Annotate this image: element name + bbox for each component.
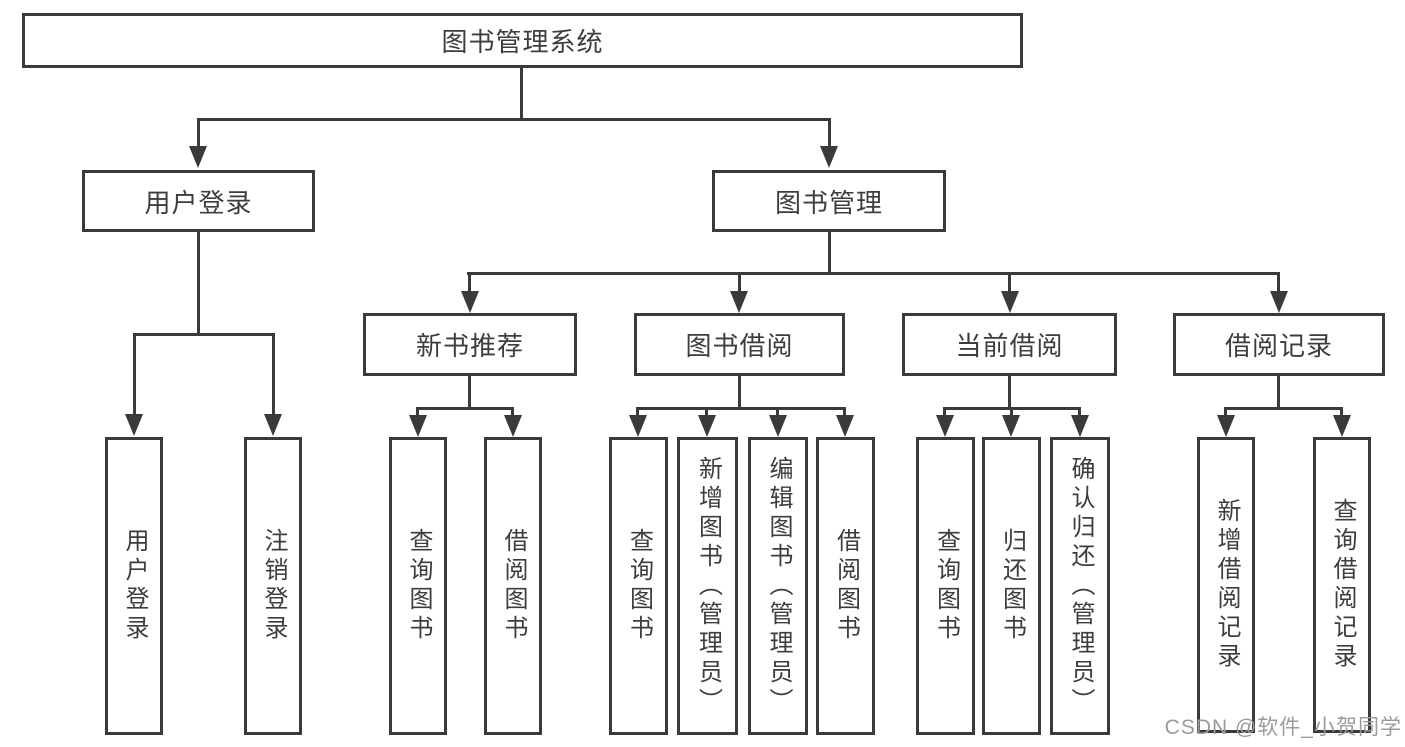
connector-line — [520, 68, 523, 120]
leaf-edit-book-admin: 编辑图书（管理员） — [748, 437, 808, 735]
leaf-borrow-books: 借阅图书 — [816, 437, 875, 735]
arrowhead-down-icon — [730, 291, 748, 313]
leaf-add-book-admin: 新增图书（管理员） — [677, 437, 738, 735]
connector-line — [828, 232, 831, 275]
leaf-logout: 注销登录 — [244, 437, 302, 735]
connector-line — [705, 407, 708, 417]
arrowhead-down-icon — [409, 415, 427, 437]
node-label: 用户登录 — [144, 187, 253, 218]
leaf-return-book: 归还图书 — [982, 437, 1041, 735]
connector-line — [511, 407, 514, 417]
arrowhead-down-icon — [1071, 415, 1089, 437]
arrowhead-down-icon — [504, 415, 522, 437]
arrowhead-down-icon — [1001, 291, 1019, 313]
arrowhead-down-icon — [769, 415, 787, 437]
arrowhead-down-icon — [936, 415, 954, 437]
node-label: 新增图书（管理员） — [694, 455, 722, 717]
connector-line — [828, 119, 831, 148]
arrowhead-down-icon — [1002, 415, 1020, 437]
leaf-query-books-recommend: 查询图书 — [389, 437, 447, 735]
leaf-query-books-borrow: 查询图书 — [609, 437, 668, 735]
connector-line — [1224, 407, 1343, 410]
csdn-watermark: CSDN @软件_小贺同学 — [1164, 716, 1402, 739]
connector-line — [197, 119, 200, 148]
node-label: 归还图书 — [998, 528, 1026, 644]
node-label: 注销登录 — [260, 528, 287, 644]
connector-line — [133, 333, 136, 416]
node-label: 编辑图书（管理员） — [765, 455, 792, 717]
node-label: 新书推荐 — [415, 331, 524, 361]
connector-line — [843, 407, 846, 417]
connector-line — [197, 232, 200, 336]
arrowhead-down-icon — [698, 415, 716, 437]
arrowhead-down-icon — [836, 415, 854, 437]
node-current-borrowing: 当前借阅 — [902, 313, 1117, 376]
node-label: 查询图书 — [405, 528, 432, 644]
node-label: 借阅图书 — [500, 528, 527, 644]
connector-line — [943, 407, 1081, 410]
node-label: 图书管理 — [774, 187, 883, 218]
connector-line — [738, 272, 741, 293]
connector-line — [468, 272, 471, 293]
connector-line — [416, 407, 419, 417]
connector-line — [1340, 407, 1343, 417]
connector-line — [776, 407, 779, 417]
arrowhead-down-icon — [1270, 291, 1288, 313]
connector-line — [1078, 407, 1081, 417]
connector-line — [636, 407, 846, 410]
leaf-user-login: 用户登录 — [105, 437, 163, 735]
leaf-confirm-return-admin: 确认归还（管理员） — [1050, 437, 1110, 735]
connector-line — [467, 272, 1280, 275]
connector-line — [197, 118, 831, 121]
connector-line — [636, 407, 639, 417]
node-label: 查询图书 — [932, 528, 960, 644]
connector-line — [416, 407, 514, 410]
leaf-query-borrow-record: 查询借阅记录 — [1313, 437, 1371, 733]
node-label: 查询图书 — [625, 528, 653, 644]
node-user-login: 用户登录 — [82, 170, 315, 232]
arrowhead-down-icon — [1333, 415, 1351, 437]
node-label: 借阅图书 — [832, 528, 860, 644]
connector-line — [943, 407, 946, 417]
connector-line — [1010, 407, 1013, 417]
leaf-add-borrow-record: 新增借阅记录 — [1197, 437, 1255, 733]
node-borrowing-records: 借阅记录 — [1173, 313, 1385, 376]
node-library-management-system: 图书管理系统 — [22, 13, 1023, 68]
connector-line — [1277, 272, 1280, 293]
arrowhead-down-icon — [461, 291, 479, 313]
connector-line — [738, 375, 741, 410]
node-new-book-recommendation: 新书推荐 — [363, 313, 577, 376]
arrowhead-down-icon — [629, 415, 647, 437]
arrowhead-down-icon — [125, 414, 143, 436]
node-label: 新增借阅记录 — [1213, 498, 1240, 672]
node-label: 图书借阅 — [685, 331, 794, 361]
node-label: 用户登录 — [121, 528, 148, 644]
connector-line — [1008, 272, 1011, 293]
connector-line — [1277, 375, 1280, 410]
node-label: 图书管理系统 — [441, 27, 604, 57]
node-book-management: 图书管理 — [712, 170, 946, 232]
arrowhead-down-icon — [189, 146, 207, 168]
node-label: 借阅记录 — [1224, 331, 1333, 361]
connector-line — [1008, 375, 1011, 410]
node-label: 查询借阅记录 — [1329, 498, 1356, 672]
leaf-query-books-current: 查询图书 — [916, 437, 975, 735]
connector-line — [1224, 407, 1227, 417]
connector-line — [468, 375, 471, 410]
node-label: 当前借阅 — [955, 331, 1064, 361]
connector-line — [272, 333, 275, 416]
node-book-borrowing: 图书借阅 — [634, 313, 845, 376]
node-label: 确认归还（管理员） — [1067, 455, 1094, 717]
arrowhead-down-icon — [264, 414, 282, 436]
leaf-borrow-books-recommend: 借阅图书 — [484, 437, 542, 735]
connector-line — [133, 333, 275, 336]
arrowhead-down-icon — [820, 146, 838, 168]
arrowhead-down-icon — [1217, 415, 1235, 437]
